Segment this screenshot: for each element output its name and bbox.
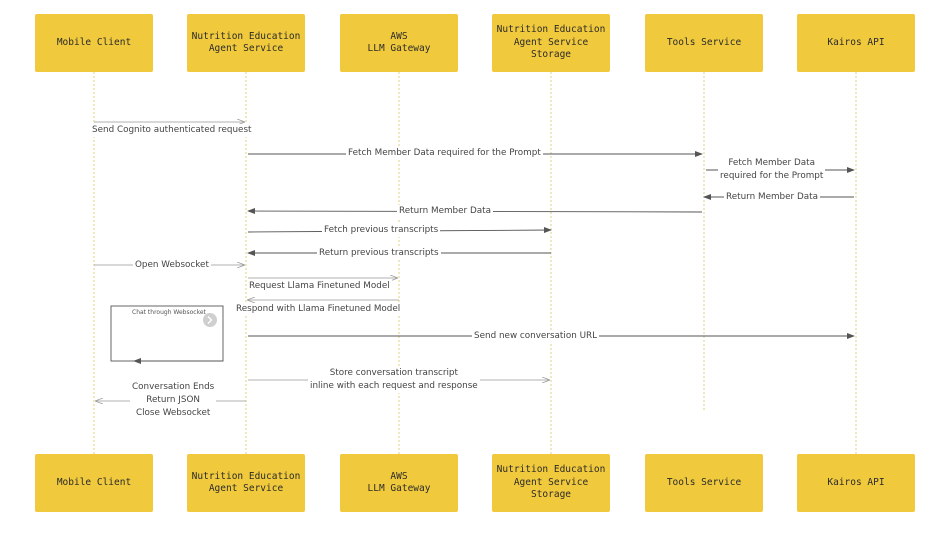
label-conversation-ends: Conversation Ends Return JSON Close Webs…: [130, 381, 217, 420]
label-fetch-transcripts: Fetch previous transcripts: [322, 224, 441, 237]
actor-kairos-api-bottom: Kairos API: [797, 454, 915, 512]
actor-kairos-api-top: Kairos API: [797, 14, 915, 72]
actor-agent-storage-bottom: Nutrition Education Agent Service Storag…: [492, 454, 610, 512]
label-fetch-member-data-kairos: Fetch Member Data required for the Promp…: [718, 157, 826, 183]
label-open-websocket: Open Websocket: [133, 259, 211, 272]
label-send-cognito-request: Send Cognito authenticated request: [90, 124, 254, 137]
actor-tools-service-bottom: Tools Service: [645, 454, 763, 512]
label-return-member-data: Return Member Data: [397, 205, 493, 218]
loop-next-icon: [203, 313, 217, 327]
label-send-conversation-url: Send new conversation URL: [472, 330, 600, 343]
actor-llm-gateway-top: AWS LLM Gateway: [340, 14, 458, 72]
actor-mobile-client-bottom: Mobile Client: [35, 454, 153, 512]
actor-agent-storage-top: Nutrition Education Agent Service Storag…: [492, 14, 610, 72]
label-request-llama: Request Llama Finetuned Model: [247, 280, 392, 293]
actor-agent-service-bottom: Nutrition Education Agent Service: [187, 454, 305, 512]
label-return-member-data-kairos: Return Member Data: [724, 191, 820, 204]
label-fetch-member-data: Fetch Member Data required for the Promp…: [346, 147, 543, 160]
actor-agent-service-top: Nutrition Education Agent Service: [187, 14, 305, 72]
actor-tools-service-top: Tools Service: [645, 14, 763, 72]
loop-label: Chat through Websocket: [132, 309, 206, 316]
label-respond-llama: Respond with Llama Finetuned Model: [234, 303, 403, 316]
label-store-transcript: Store conversation transcript inline wit…: [308, 367, 480, 393]
actor-llm-gateway-bottom: AWS LLM Gateway: [340, 454, 458, 512]
label-return-transcripts: Return previous transcripts: [317, 247, 441, 260]
actor-mobile-client-top: Mobile Client: [35, 14, 153, 72]
